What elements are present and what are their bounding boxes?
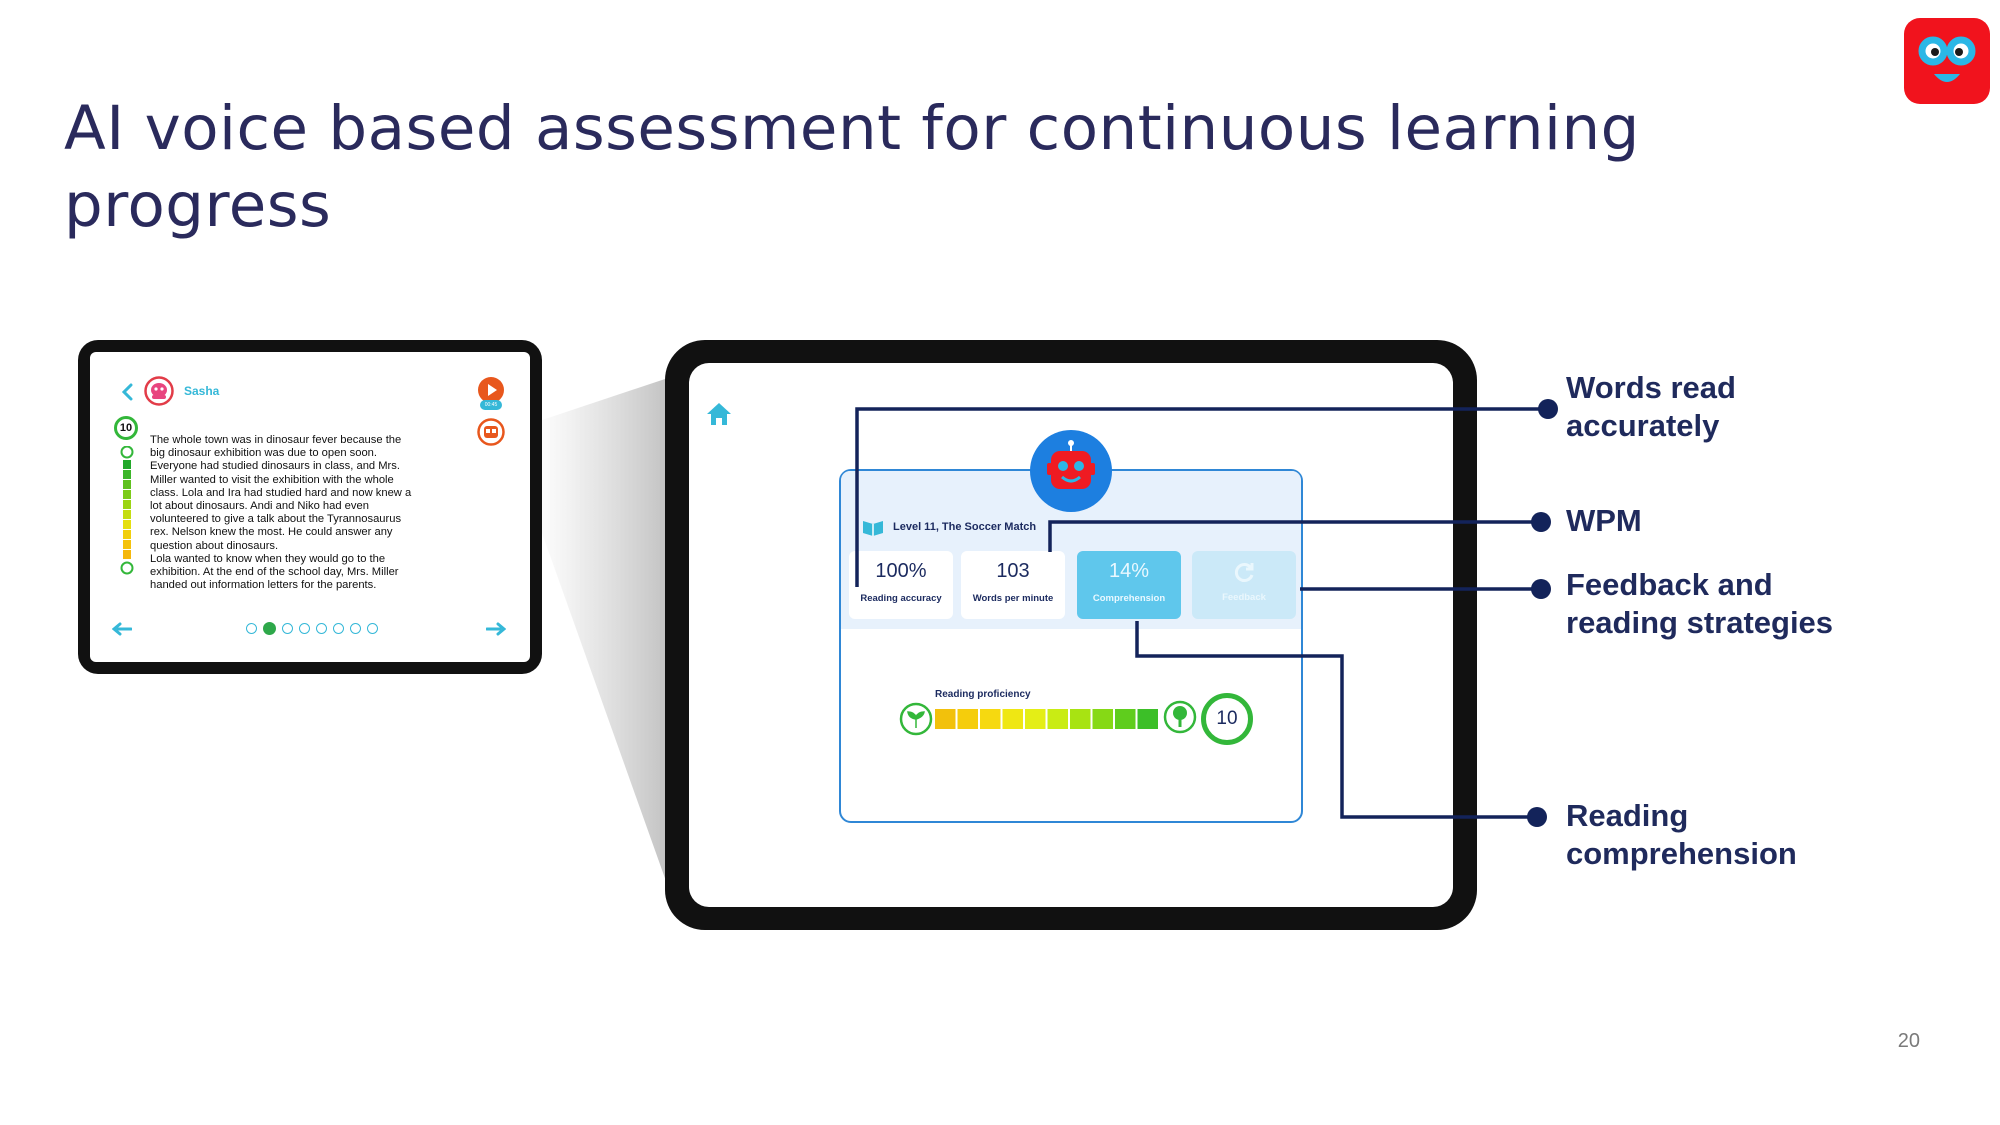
passage-line: exhibition. At the end of the school day… <box>150 566 399 579</box>
passage-line: volunteered to give a talk about the Tyr… <box>150 513 402 526</box>
metric-card-comprehension[interactable]: 14% Comprehension <box>1077 551 1181 619</box>
proficiency-segment <box>980 709 1001 729</box>
proficiency-segment <box>935 709 956 729</box>
metric-card-reading-accuracy: 100% Reading accuracy <box>849 551 953 619</box>
large-tablet: Level 11, The Soccer Match 100% Reading … <box>665 340 1477 930</box>
metric-label: Reading accuracy <box>860 593 942 604</box>
metric-label: Feedback <box>1222 592 1266 603</box>
connector-wpm <box>1048 520 1540 552</box>
avatar-icon <box>144 376 174 406</box>
record-icon[interactable] <box>477 418 505 446</box>
proficiency-segment <box>1047 709 1068 729</box>
passage-line: question about dinosaurs. <box>150 539 279 552</box>
metric-value: 100% <box>875 560 927 582</box>
brand-logo <box>1904 18 1990 104</box>
callout-comprehension: Reading comprehension <box>1566 797 1797 873</box>
metric-value: 14% <box>1108 560 1150 582</box>
sprout-icon <box>899 702 933 736</box>
reader-screen: Sasha 10 00:45 <box>90 352 530 662</box>
callout-line: accurately <box>1566 408 1720 443</box>
proficiency-segment <box>1137 709 1158 729</box>
robot-icon <box>1030 430 1112 512</box>
page-dot[interactable] <box>333 623 344 634</box>
connector-words-read <box>855 407 1547 587</box>
metric-card-feedback[interactable]: Feedback <box>1192 551 1296 619</box>
callout-line: Reading <box>1566 798 1689 833</box>
callout-dot <box>1531 579 1551 599</box>
page-dot[interactable] <box>316 623 327 634</box>
page-dot[interactable] <box>350 623 361 634</box>
callout-line: Words read <box>1566 370 1736 405</box>
reading-passage: The whole town was in dinosaur fever bec… <box>150 434 411 592</box>
book-icon <box>863 521 883 536</box>
page-dot[interactable] <box>299 623 310 634</box>
passage-line: The whole town was in dinosaur fever bec… <box>150 434 402 446</box>
tree-icon <box>1163 700 1197 734</box>
callout-line: comprehension <box>1566 836 1797 871</box>
back-chevron-icon[interactable] <box>120 383 134 401</box>
callout-dot <box>1531 512 1551 532</box>
story-title: Level 11, The Soccer Match <box>893 521 1037 533</box>
small-tablet: Sasha 10 00:45 <box>78 340 542 674</box>
passage-line: big dinosaur exhibition was due to open … <box>150 447 378 460</box>
proficiency-segment <box>1092 709 1113 729</box>
page-dot-current[interactable] <box>263 622 276 635</box>
home-icon[interactable] <box>705 400 733 428</box>
play-time-badge: 00:45 <box>480 400 502 410</box>
passage-line: rex. Nelson knew the most. He could answ… <box>150 526 393 539</box>
progress-column <box>120 446 134 575</box>
page-dot[interactable] <box>367 623 378 634</box>
play-icon[interactable] <box>477 376 505 404</box>
proficiency-segment <box>957 709 978 729</box>
callout-feedback: Feedback and reading strategies <box>1566 566 1833 642</box>
page-number: 20 <box>1897 1030 1920 1052</box>
user-name: Sasha <box>184 384 220 398</box>
proficiency-bar <box>935 709 1158 729</box>
results-screen: Level 11, The Soccer Match 100% Reading … <box>689 363 1453 907</box>
slide-title: AI voice based assessment for continuous… <box>64 93 1640 241</box>
arrow-left-icon[interactable] <box>112 622 132 636</box>
proficiency-level-badge: 10 <box>1201 693 1253 745</box>
page-indicator <box>246 622 378 635</box>
connector-comprehension <box>1135 621 1537 819</box>
passage-line: class. Lola and Ira had studied hard and… <box>150 486 412 499</box>
refresh-icon <box>1234 563 1254 582</box>
passage-line: Everyone had studied dinosaurs in class,… <box>150 460 400 473</box>
proficiency-segment <box>1115 709 1136 729</box>
page-dot[interactable] <box>282 623 293 634</box>
passage-line: lot about dinosaurs. Andi and Niko had e… <box>150 500 369 513</box>
proficiency-segment <box>1002 709 1023 729</box>
callout-line: Feedback and <box>1566 567 1773 602</box>
proficiency-label: Reading proficiency <box>935 689 1031 700</box>
passage-line: handed out information letters for the p… <box>150 579 377 592</box>
metric-card-words-per-minute: 103 Words per minute <box>961 551 1065 619</box>
passage-line: Miller wanted to visit the exhibition wi… <box>150 473 394 486</box>
callout-dot <box>1538 399 1558 419</box>
metric-label: Words per minute <box>972 593 1054 604</box>
level-badge: 10 <box>114 416 138 440</box>
callout-wpm: WPM <box>1566 502 1642 540</box>
callout-line: reading strategies <box>1566 605 1834 640</box>
proficiency-segment <box>1025 709 1046 729</box>
callout-line: WPM <box>1566 503 1642 538</box>
proficiency-segment <box>1070 709 1091 729</box>
metric-value: 103 <box>996 560 1030 582</box>
passage-line: Lola wanted to know when they would go t… <box>150 552 386 565</box>
arrow-right-icon[interactable] <box>486 622 506 636</box>
page-dot[interactable] <box>246 623 257 634</box>
metric-label: Comprehension <box>1092 593 1166 604</box>
callout-words-read: Words read accurately <box>1566 369 1736 445</box>
callout-dot <box>1527 807 1547 827</box>
